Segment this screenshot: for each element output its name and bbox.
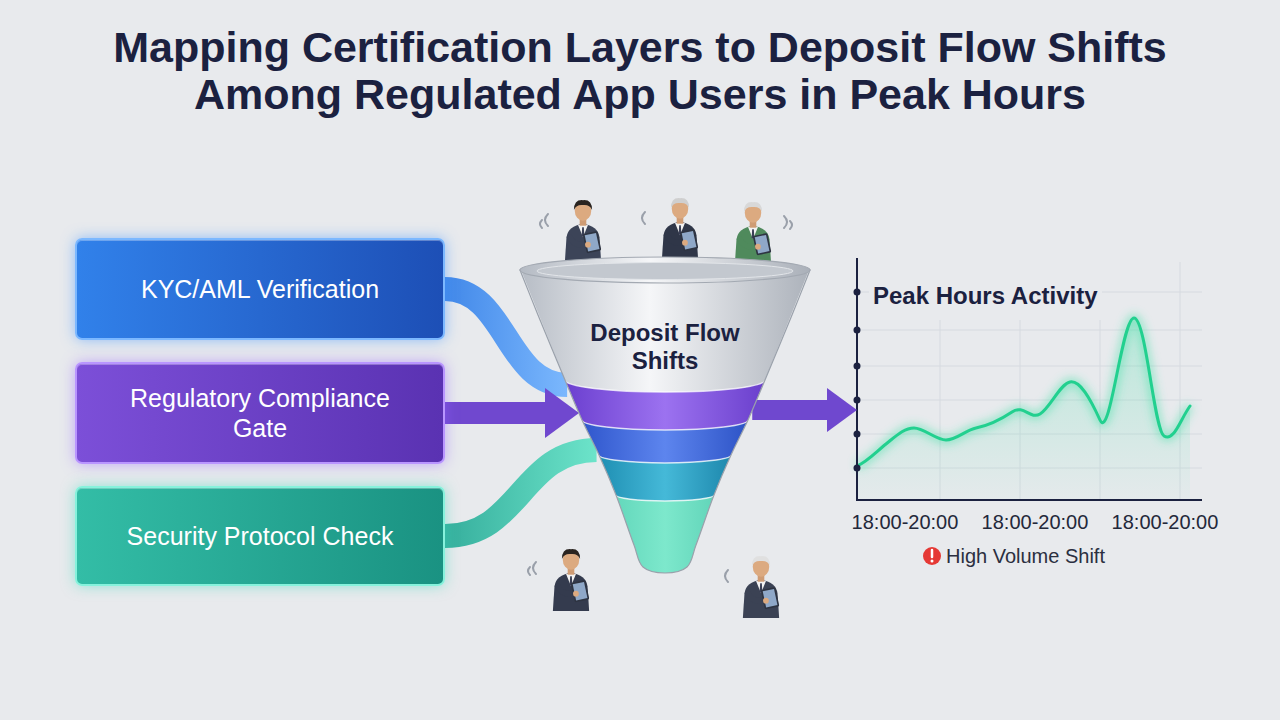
chart-grid bbox=[857, 262, 1202, 500]
arrow-connector bbox=[752, 388, 857, 432]
funnel-band bbox=[515, 495, 815, 575]
band-separator bbox=[582, 420, 748, 430]
security-box: Security Protocol Check bbox=[75, 486, 445, 586]
person-figure bbox=[565, 200, 602, 262]
deposit-funnel: Deposit Flow Shifts bbox=[515, 255, 815, 575]
funnel-band bbox=[515, 255, 815, 392]
chart-title: Peak Hours Activity bbox=[869, 282, 1102, 310]
connector-path bbox=[752, 400, 833, 420]
funnel-label: Deposit Flow Shifts bbox=[590, 319, 740, 375]
motion-line bbox=[642, 212, 645, 224]
title-text: Mapping Certification Layers to Deposit … bbox=[65, 24, 1215, 118]
band-separator bbox=[616, 495, 714, 501]
warning-mark bbox=[931, 550, 934, 557]
chart-panel: Peak Hours Activity bbox=[857, 262, 1200, 500]
axis-dot bbox=[854, 431, 861, 438]
motion-line bbox=[533, 562, 536, 574]
motion-line bbox=[790, 221, 792, 229]
motion-line bbox=[725, 570, 728, 582]
axis-dots bbox=[854, 289, 861, 472]
label-slot: 18:00-20:00 bbox=[975, 510, 1095, 534]
funnel-band bbox=[599, 455, 731, 501]
warning-icon bbox=[923, 547, 941, 565]
funnel-bands bbox=[515, 255, 815, 575]
title-slot: Mapping Certification Layers to Deposit … bbox=[65, 24, 1215, 118]
chart-line bbox=[857, 318, 1190, 466]
box-label: Regulatory Compliance Gate bbox=[110, 383, 410, 444]
funnel-rim bbox=[520, 257, 810, 283]
funnel-band bbox=[582, 420, 748, 463]
x-axis bbox=[856, 499, 1202, 501]
chart-line-glow bbox=[857, 318, 1190, 466]
motion-line bbox=[540, 220, 542, 228]
connector-path bbox=[445, 402, 552, 424]
axis-dot bbox=[854, 363, 861, 370]
funnel-band bbox=[565, 380, 765, 430]
annotation-text: High Volume Shift bbox=[946, 544, 1186, 568]
label-slot: High Volume Shift bbox=[946, 544, 1186, 568]
funnel-opening bbox=[537, 263, 793, 280]
person-figure bbox=[662, 198, 699, 260]
axis-tick-label: 18:00-20:00 bbox=[845, 510, 965, 534]
axis-dot bbox=[854, 327, 861, 334]
funnel-shape bbox=[515, 255, 815, 575]
axis-dot bbox=[854, 397, 861, 404]
label-slot: 18:00-20:00 bbox=[845, 510, 965, 534]
verification-box: KYC/AML Verification bbox=[75, 238, 445, 340]
motion-line bbox=[528, 567, 530, 575]
arrow-connector bbox=[445, 388, 579, 438]
box-label: KYC/AML Verification bbox=[141, 274, 379, 305]
axis-dot bbox=[854, 289, 861, 296]
funnel-outline bbox=[520, 270, 810, 573]
ribbon-connector bbox=[445, 450, 597, 536]
motion-line bbox=[545, 214, 548, 226]
band-separator bbox=[599, 455, 731, 463]
label-slot: 18:00-20:00 bbox=[1105, 510, 1225, 534]
person-figure bbox=[735, 202, 772, 264]
band-separator bbox=[565, 380, 765, 392]
box-label: Security Protocol Check bbox=[127, 521, 394, 552]
connector-path bbox=[445, 450, 597, 536]
person-figure bbox=[553, 549, 590, 611]
axis-tick-label: 18:00-20:00 bbox=[975, 510, 1095, 534]
axis-dot bbox=[854, 465, 861, 472]
axis-tick-label: 18:00-20:00 bbox=[1105, 510, 1225, 534]
grid-line bbox=[857, 330, 1202, 331]
warning-dot bbox=[931, 560, 934, 563]
compliance-box: Regulatory Compliance Gate bbox=[75, 362, 445, 464]
motion-line bbox=[784, 216, 787, 228]
chart-area bbox=[857, 318, 1190, 500]
person-figure bbox=[743, 556, 780, 618]
arrowhead bbox=[827, 388, 857, 432]
